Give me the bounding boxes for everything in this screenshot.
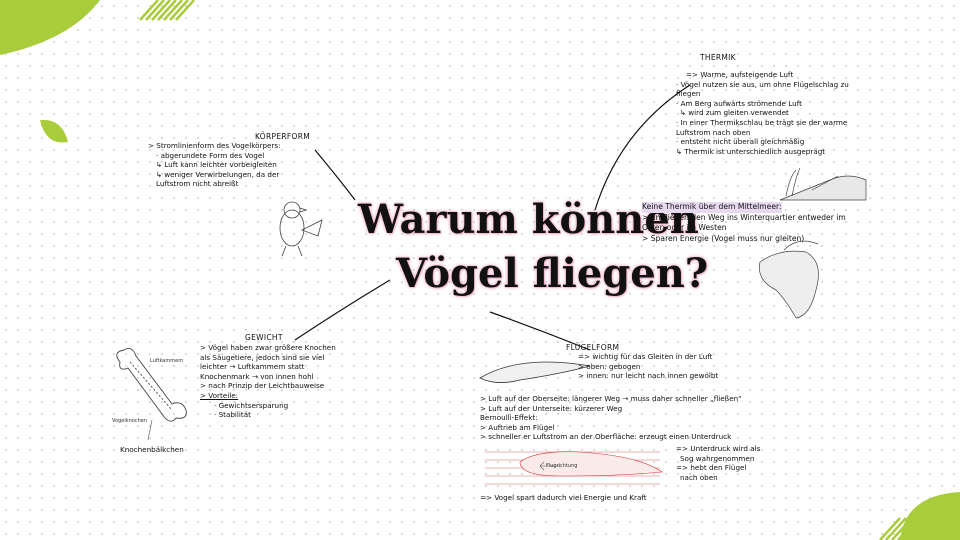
gewicht-notes: > Vögel haben zwar größere Knochen als S… xyxy=(200,343,336,420)
bird-sketch xyxy=(279,201,323,257)
thermik-line: => Warme, aufsteigende Luft xyxy=(686,70,794,79)
effect-line: Sog wahrgenommen xyxy=(680,453,755,463)
fluegelform-heading: FLÜGELFORM xyxy=(566,343,620,352)
fluegelform-line: > oben: gebogen xyxy=(578,361,641,371)
connector-thermik xyxy=(594,84,691,211)
airfoil-label: Flugrichtung xyxy=(546,463,578,469)
fluegelform-line2: Bernoulli-Effekt: xyxy=(480,413,538,423)
effect-line: nach oben xyxy=(680,472,718,482)
gewicht-heading: GEWICHT xyxy=(245,333,283,342)
fluegelform-line2: > schneller er Luftstrom an der Oberfläc… xyxy=(480,432,732,442)
map-sketch xyxy=(759,240,819,319)
gewicht-line: > Vögel haben zwar größere Knochen xyxy=(200,343,336,352)
connector-fluegelform xyxy=(489,311,591,351)
koerperform-line: · abgerundete Form des Vogel xyxy=(156,150,265,160)
fluegelform-notes: => wichtig für das Gleiten in der Luft >… xyxy=(578,352,718,381)
mittelmeer-heading: Keine Thermik über dem Mittelmeer: xyxy=(642,202,782,213)
fluegelform-notes-2: > Luft auf der Oberseite: längerer Weg →… xyxy=(480,394,742,442)
koerperform-heading: KÖRPERFORM xyxy=(255,132,310,141)
gewicht-line: als Säugetiere, jedoch sind sie viel xyxy=(200,352,325,362)
gewicht-line: > Vorteile: xyxy=(200,390,239,400)
fluegelform-line2: > Auftrieb am Flügel xyxy=(480,422,555,432)
title-line-2: Vögel fliegen? xyxy=(396,250,709,297)
bone-sketch xyxy=(116,348,187,422)
airflow-diagram xyxy=(485,451,663,485)
mittelmeer-line: > umfliegen den Weg ins Winterquartier e… xyxy=(642,212,846,222)
thermik-sketch xyxy=(779,167,867,201)
bone-label-luftkammern: Luftkammern xyxy=(150,358,184,364)
bottom-right-leaf-shape xyxy=(900,492,960,540)
thermik-line: ↳ Thermik ist unterschiedlich ausgeprägt xyxy=(676,146,826,156)
thermik-line: · entsteht nicht überall gleichmäßig xyxy=(676,137,805,147)
left-leaf-shape xyxy=(40,119,68,143)
koerperform-line: ↳ weniger Verwirbelungen, da der xyxy=(156,169,280,179)
mittelmeer-notes: Keine Thermik über dem Mittelmeer: > umf… xyxy=(642,202,846,244)
thermik-line: · In einer Thermikschlau be trägt sie de… xyxy=(676,117,848,127)
bone-caption: Knochenbälkchen xyxy=(120,445,184,454)
gewicht-line: leichter → Luftkammern statt xyxy=(200,362,305,372)
connector-koerperform xyxy=(314,149,356,201)
gewicht-line: · Stabilität xyxy=(214,410,251,420)
bone-label-vogelknochen: Vogelknochen xyxy=(112,418,148,424)
koerperform-notes: > Stromlinienform des Vogelkörpers: · ab… xyxy=(148,141,281,189)
fluegelform-conclusion: => Vogel spart dadurch viel Energie und … xyxy=(480,493,647,502)
bone-pointer xyxy=(147,419,153,441)
effect-line: => Unterdruck wird als xyxy=(676,444,761,453)
fluegelform-line2: > Luft auf der Unterseite: kürzerer Weg xyxy=(480,403,623,413)
thermik-heading: THERMIK xyxy=(700,53,736,62)
wing-sketch xyxy=(479,361,591,383)
thermik-line: · Vögel nutzen sie aus, um ohne Flügelsc… xyxy=(676,79,849,89)
thermik-notes: => Warme, aufsteigende Luft · Vögel nutz… xyxy=(676,70,849,156)
thermik-line: Luftstrom nach oben xyxy=(676,127,751,137)
gewicht-line: · Gewichtsersparung xyxy=(214,400,289,410)
fluegelform-effect-notes: => Unterdruck wird als Sog wahrgenommen … xyxy=(676,444,760,482)
koerperform-line: Luftstrom nicht abreißt xyxy=(156,179,239,189)
bottom-right-stripes xyxy=(879,517,919,540)
koerperform-line: ↳ Luft kann leichter vorbeigleiten xyxy=(156,160,277,170)
top-left-leaf-shape xyxy=(0,0,100,55)
thermik-line: · Am Berg aufwärts strömende Luft xyxy=(676,98,802,108)
thermik-line: ↳ wird zum gleiten verwendet xyxy=(680,108,789,118)
mittelmeer-line: > Sparen Energie (Vogel muss nur gleiten… xyxy=(642,233,805,243)
gewicht-line: Knochenmark → von innen hohl xyxy=(200,371,314,381)
gewicht-line: > nach Prinzip der Leichtbauweise xyxy=(200,381,325,391)
fluegelform-line: => wichtig für das Gleiten in der Luft xyxy=(578,352,713,361)
koerperform-line: > Stromlinienform des Vogelkörpers: xyxy=(148,141,281,150)
top-left-stripes xyxy=(139,0,195,21)
thermik-line: fliegen xyxy=(676,89,701,99)
mittelmeer-line: Osten oder im Westen xyxy=(642,223,727,232)
fluegelform-line2: > Luft auf der Oberseite: längerer Weg →… xyxy=(480,394,742,403)
effect-line: => hebt den Flügel xyxy=(676,463,747,473)
fluegelform-line: > innen: nur leicht nach innen gewölbt xyxy=(578,371,719,381)
connector-gewicht xyxy=(294,279,391,341)
